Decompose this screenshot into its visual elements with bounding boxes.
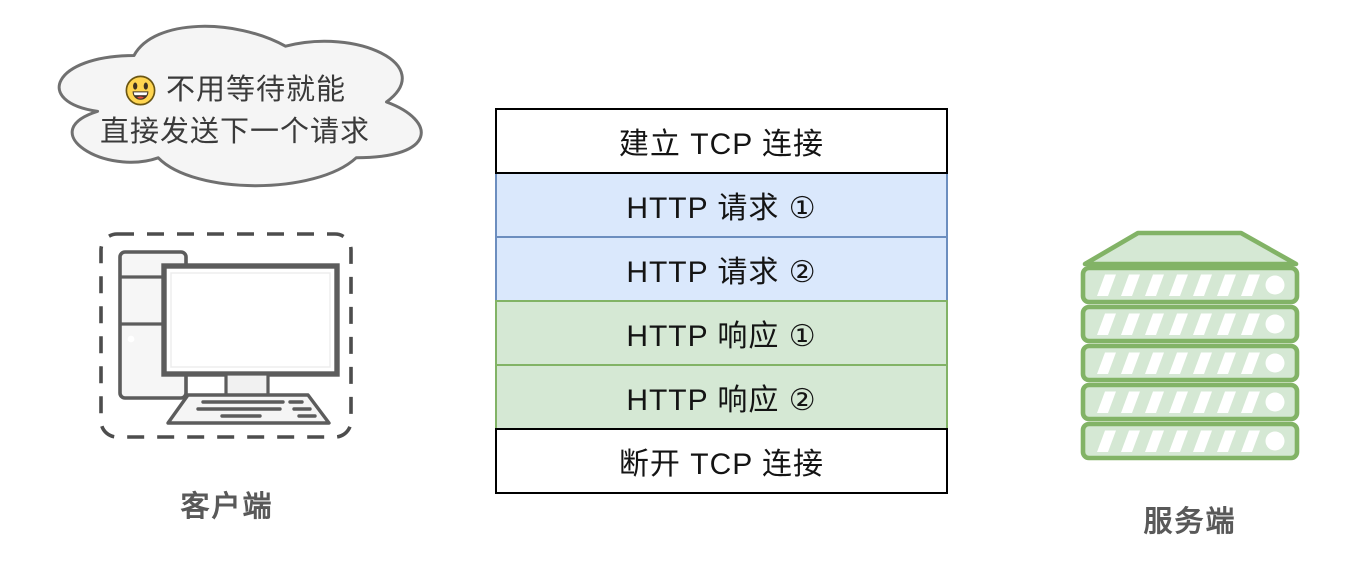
grinning-face-icon [125,75,156,105]
row-tcp-connect: 建立 TCP 连接 [495,108,948,174]
row-http-request-1: HTTP 请求 ① [495,172,948,238]
rack-top [1082,230,1299,267]
client-label: 客户端 [180,491,274,523]
bubble-line2: 直接发送下一个请求 [99,116,370,148]
server-label: 服务端 [1143,506,1237,538]
monitor [161,263,340,399]
keyboard [166,393,331,425]
bubble-line1: 不用等待就能 [165,74,346,106]
thought-bubble: 不用等待就能 直接发送下一个请求 [33,9,437,199]
row-http-response-2: HTTP 响应 ② [495,364,948,430]
server-rack-icon [1077,230,1303,469]
row-http-request-2: HTTP 请求 ② [495,236,948,302]
client-computer-icon [99,232,353,439]
dashed-frame [99,232,353,439]
row-http-response-1: HTTP 响应 ① [495,300,948,366]
row-tcp-disconnect: 断开 TCP 连接 [495,428,948,494]
pipeline-sequence-table: 建立 TCP 连接 HTTP 请求 ① HTTP 请求 ② HTTP 响应 ① … [495,108,948,494]
bubble-text: 不用等待就能 直接发送下一个请求 [33,69,437,153]
cloud-shape [57,24,423,188]
